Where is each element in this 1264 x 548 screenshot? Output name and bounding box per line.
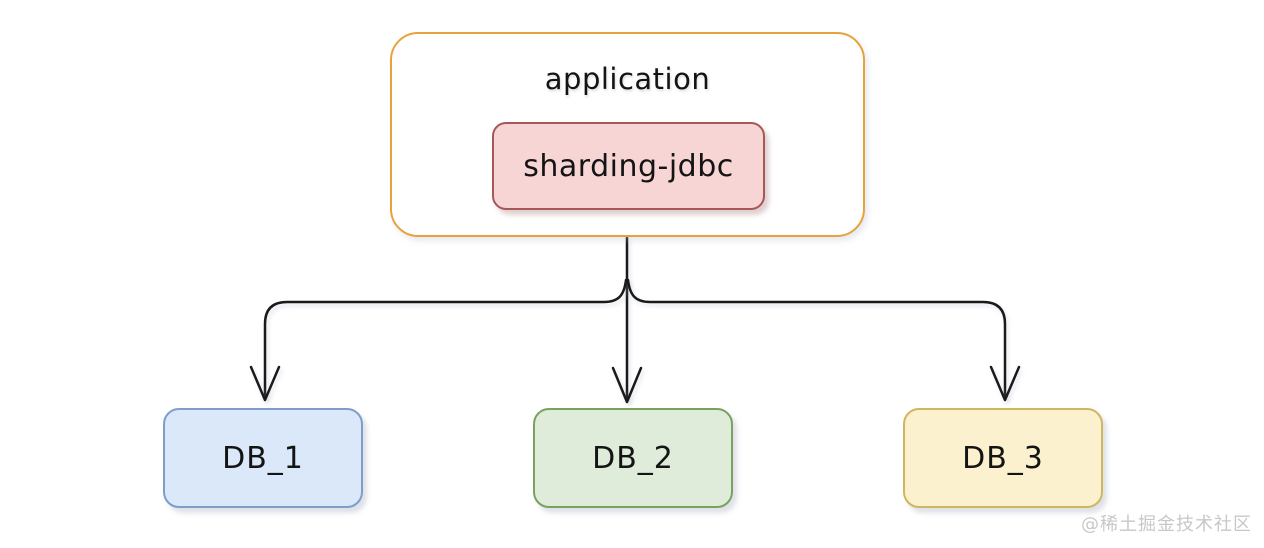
db-2-label: DB_2 xyxy=(592,440,674,476)
db-1-label: DB_1 xyxy=(222,440,304,476)
db-3-node: DB_3 xyxy=(903,408,1103,508)
application-label: application xyxy=(544,62,711,96)
db-3-label: DB_3 xyxy=(962,440,1044,476)
connector-to-db-2 xyxy=(611,236,643,404)
db-1-node: DB_1 xyxy=(163,408,363,508)
application-container-node: application sharding-jdbc xyxy=(390,32,865,237)
sharding-jdbc-label: sharding-jdbc xyxy=(523,148,734,184)
sharding-jdbc-node: sharding-jdbc xyxy=(492,122,765,210)
connector-to-db-3 xyxy=(626,278,1021,402)
watermark-text: @稀土掘金技术社区 xyxy=(1081,514,1252,535)
connector-to-db-1 xyxy=(249,278,628,402)
db-2-node: DB_2 xyxy=(533,408,733,508)
